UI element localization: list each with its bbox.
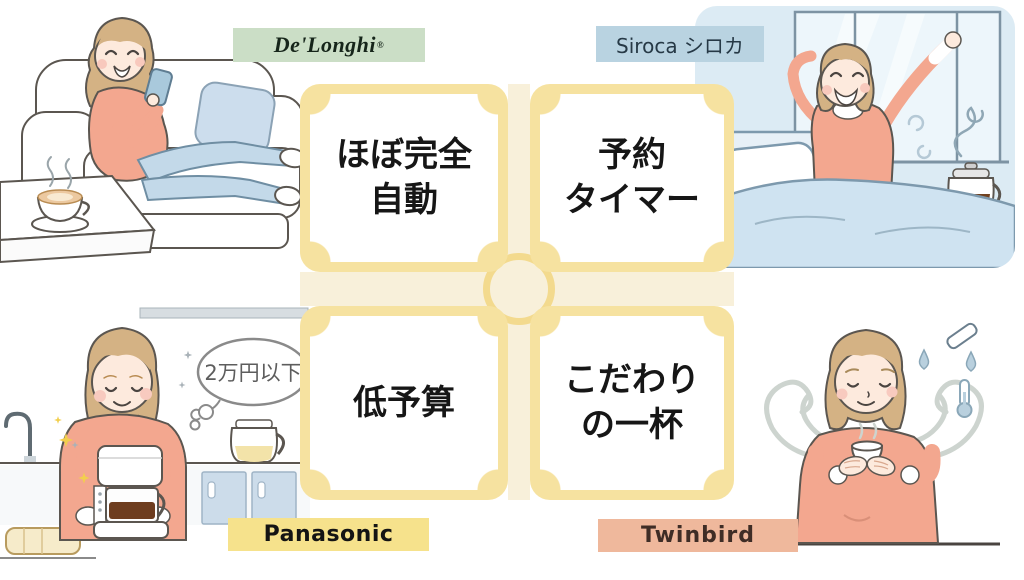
cup-icon	[851, 440, 883, 452]
scene-sofa-relax	[0, 0, 310, 290]
shelf	[139, 307, 309, 319]
cabinet-door	[251, 471, 297, 525]
steam-icon	[46, 156, 54, 187]
feature-auto-line2: 自動	[370, 180, 438, 220]
scene-aroma-cup	[724, 300, 1024, 560]
feature-budget-line1: 低予算	[353, 382, 455, 423]
woman-on-sofa	[85, 16, 307, 207]
budget-bubble-text: 2万円以下	[204, 361, 302, 385]
registered-mark: ®	[377, 40, 385, 50]
brand-siroca-text: Siroca シロカ	[616, 33, 744, 58]
sparkle-icon	[54, 416, 90, 484]
feature-cup-line2: の一杯	[581, 405, 683, 445]
water-drop-icon	[918, 348, 977, 372]
feature-timer-line2: タイマー	[564, 180, 700, 220]
cabinet-door	[201, 471, 247, 525]
sparkle-icon	[71, 350, 193, 449]
brand-delonghi-text: De'Longhi	[273, 32, 377, 57]
steam-icon	[872, 422, 878, 440]
coffee-maker-icon	[93, 445, 169, 539]
steam-icon	[858, 422, 864, 440]
dripper-icon	[946, 322, 978, 350]
glass-pitcher-icon	[230, 419, 285, 463]
steam-icon	[907, 114, 925, 132]
brand-twinbird-text: Twinbird	[640, 523, 755, 548]
brand-label-delonghi: De'Longhi®	[233, 28, 425, 62]
feature-box-cup: こだわり の一杯	[530, 306, 734, 500]
thermometer-icon	[956, 379, 973, 418]
feature-auto-line1: ほぼ完全	[336, 135, 472, 176]
brand-label-siroca: Siroca シロカ	[596, 26, 764, 62]
steam-icon	[916, 144, 932, 160]
steam-icon	[64, 158, 72, 189]
feature-timer-line1: 予約	[598, 135, 666, 176]
scene-bedroom-morning	[695, 6, 1015, 268]
steam-icon	[953, 106, 984, 158]
latte-cup-icon	[31, 156, 90, 233]
faucet-icon	[4, 411, 36, 462]
feature-cup-line1: こだわり	[564, 360, 700, 401]
scene-kitchen-budget	[0, 300, 310, 570]
feature-box-timer: 予約 タイマー	[530, 84, 734, 272]
blanket	[695, 178, 1015, 268]
brand-label-twinbird: Twinbird	[598, 519, 798, 552]
woman-stretching	[787, 31, 962, 196]
feature-box-budget: 低予算	[300, 306, 508, 500]
brand-label-panasonic: Panasonic	[228, 518, 429, 551]
feature-box-auto: ほぼ完全 自動	[300, 84, 508, 272]
woman-smelling-coffee	[794, 328, 941, 544]
brand-panasonic-text: Panasonic	[263, 522, 394, 547]
